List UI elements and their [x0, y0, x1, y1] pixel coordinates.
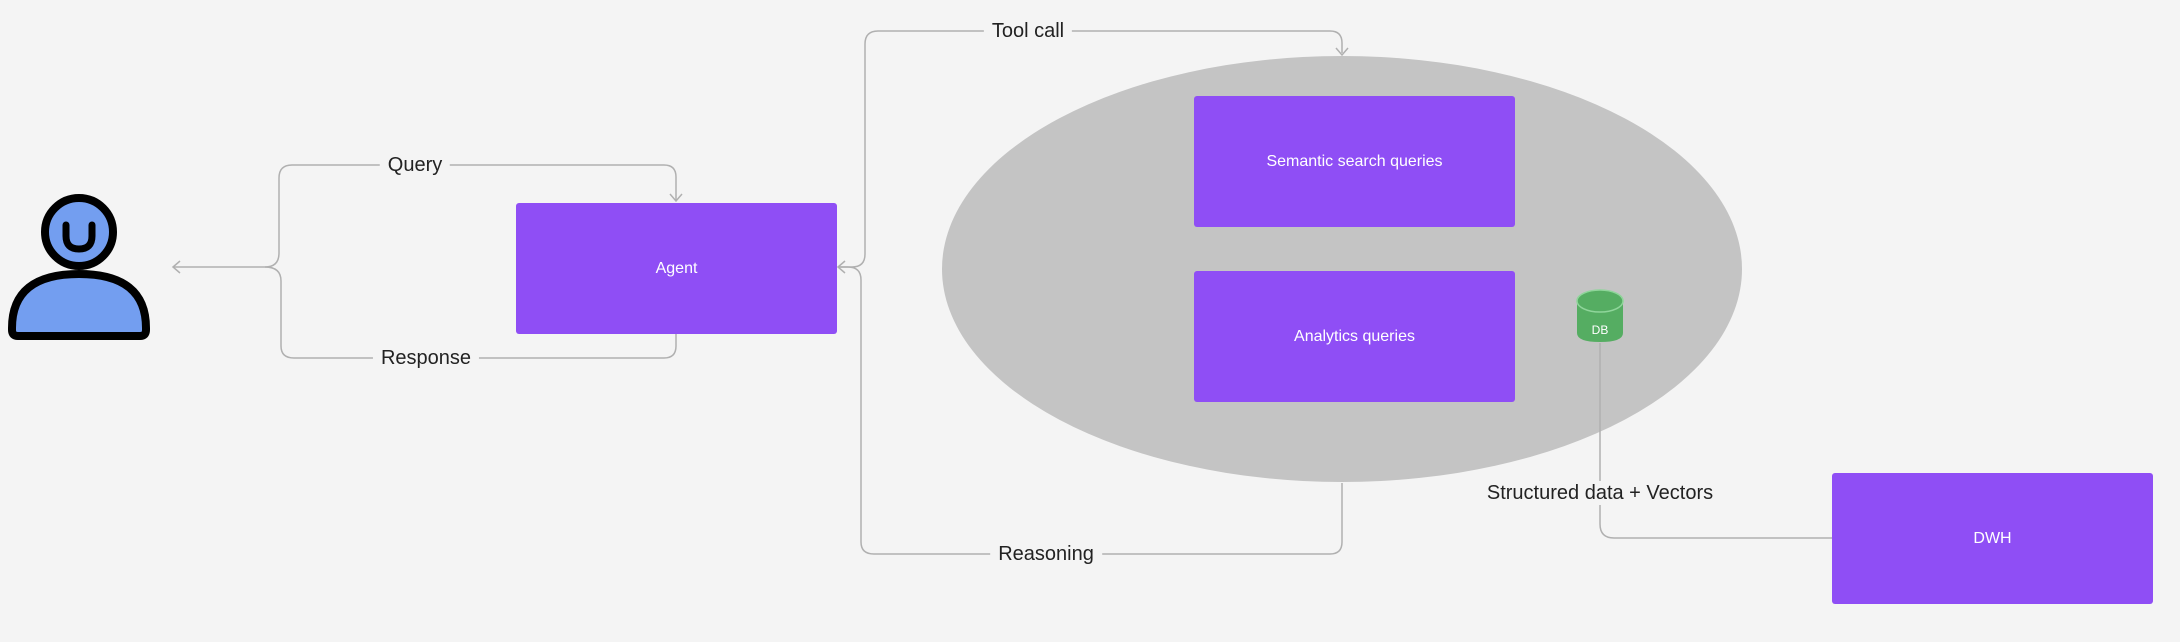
user-arrowhead: [171, 260, 181, 274]
semantic-search-node-label: Semantic search queries: [1266, 152, 1443, 170]
tools-group-ellipse: [942, 56, 1742, 482]
response-edge-label: Response: [372, 346, 480, 370]
tool-call-edge-label: Tool call: [983, 19, 1073, 43]
structured-data-connector: [1599, 343, 1833, 539]
query-arrowhead: [669, 193, 683, 203]
db-icon-label: DB: [1592, 323, 1609, 337]
analytics-queries-node-label: Analytics queries: [1294, 327, 1415, 345]
agent-node[interactable]: Agent: [516, 203, 837, 334]
query-connector: [173, 164, 677, 268]
structured-data-edge-label: Structured data + Vectors: [1478, 481, 1722, 505]
agent-arrowhead: [836, 260, 846, 274]
user-icon: [8, 194, 150, 340]
reasoning-connector: [838, 266, 1343, 555]
query-edge-label: Query: [379, 153, 451, 177]
tool-call-connector: [838, 30, 1343, 268]
tool-call-arrowhead: [1335, 47, 1349, 57]
dwh-node-label: DWH: [1973, 529, 2012, 547]
database-icon: DB: [1576, 289, 1624, 342]
semantic-search-node[interactable]: Semantic search queries: [1194, 96, 1515, 227]
response-connector: [264, 266, 677, 359]
agent-node-label: Agent: [655, 259, 698, 277]
reasoning-edge-label: Reasoning: [990, 542, 1102, 566]
dwh-node[interactable]: DWH: [1832, 473, 2153, 604]
analytics-queries-node[interactable]: Analytics queries: [1194, 271, 1515, 402]
